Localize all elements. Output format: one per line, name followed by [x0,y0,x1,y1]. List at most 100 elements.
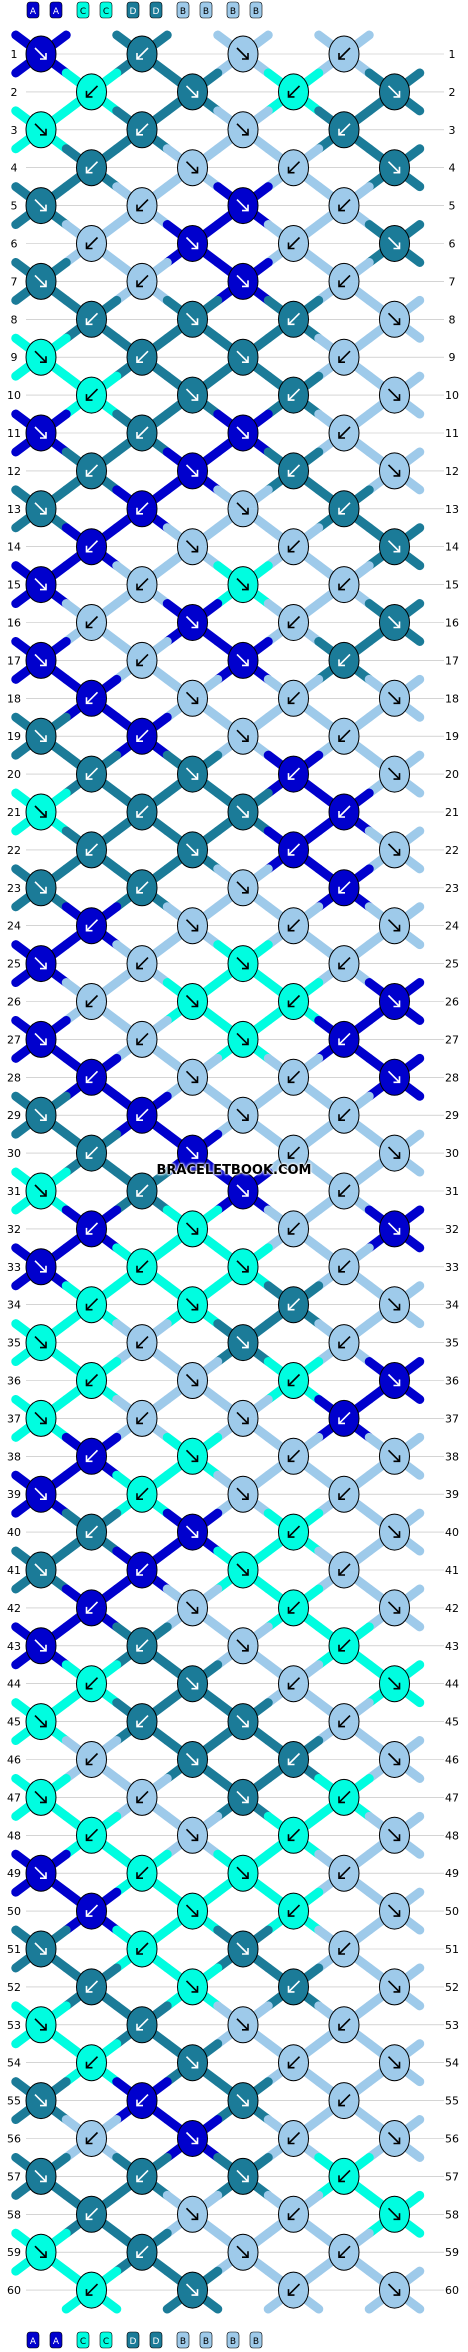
knot-arrowhead [338,1948,345,1955]
knot-arrowhead [136,1948,143,1955]
knot-arrow [387,994,401,1008]
knot-arrowhead [40,2175,47,2183]
knot-arrowhead [136,204,143,212]
knot-arrowhead [191,166,199,174]
knot-arrowhead [85,318,93,326]
knot-arrowhead [40,128,47,136]
row-label-right: 38 [445,1450,459,1463]
string-label-text: C [103,2337,109,2347]
row-label-right: 53 [445,2019,459,2032]
knot-arrowhead [242,1341,249,1349]
knot-arrow [34,1032,47,1045]
knot-arrow [236,2245,249,2258]
string-label-top [226,1,240,19]
row-label-right: 33 [445,1261,459,1274]
row-label-right: 22 [445,844,459,857]
row-label-left: 17 [7,654,21,667]
knot-arrowhead [85,1985,93,1993]
knot-arrowhead [136,507,143,515]
knot-arrow [338,1639,351,1652]
knot-arrow [387,161,401,174]
knot-arrowhead [338,280,345,288]
row-label-right: 3 [449,124,456,137]
knot-arrow [287,1146,301,1159]
row-label-right: 2 [449,86,456,99]
knot-arrowhead [287,924,295,932]
knot-arrowhead [191,318,199,326]
knot-arrow [185,767,199,780]
knot-arrow [236,1411,249,1424]
row-label-left: 55 [7,2095,21,2108]
row-label-left: 43 [7,1640,21,1653]
string-label-text: D [153,2337,160,2347]
knot-arrowhead [338,128,345,136]
knot-arrow [85,767,99,780]
knot-arrowhead [85,2213,93,2221]
string-label-top [99,1,113,19]
row-label-left: 16 [7,617,21,630]
string-label-bottom [76,2331,90,2349]
knot-arrowhead [85,697,93,705]
string-label-top [176,1,190,19]
knot-arrowhead [242,583,249,591]
knot-arrow [387,2056,401,2069]
row-label-right: 25 [445,958,459,971]
knot-arrowhead [191,545,199,553]
knot-arrow [236,881,249,894]
knot-arrow [387,843,401,856]
knot-arrow [387,464,401,477]
knot-arrow [136,805,149,818]
knot-arrow [236,1715,249,1728]
knot-arrow [185,1752,199,1766]
knot-grid [25,35,410,2309]
knot-arrowhead [242,1417,249,1425]
knot-arrowhead [242,1190,249,1197]
knot-arrow [387,236,401,250]
knot-arrow [338,2169,351,2182]
knot-arrowhead [242,204,249,212]
knot-arrowhead [287,1303,295,1311]
knot-arrowhead [85,924,93,932]
knot-arrow [338,1790,351,1803]
knot-arrowhead [338,2023,345,2031]
string-label-top [199,1,213,19]
row-label-right: 43 [445,1640,459,1653]
row-label-right: 27 [445,1033,459,1046]
row-label-right: 40 [445,1526,459,1539]
knot-arrowhead [287,773,295,780]
string-label-text: B [203,7,209,17]
knot-arrow [236,426,249,439]
knot-arrow [136,2094,149,2107]
knot-arrowhead [85,1379,93,1387]
knot-arrowhead [40,1417,47,1425]
row-label-right: 13 [445,503,459,516]
knot-arrow [85,312,99,325]
knot-arrowhead [287,545,295,553]
knot-arrow [287,919,301,932]
row-label-right: 11 [445,427,459,440]
knot-arrow [387,2283,401,2296]
row-label-left: 48 [7,1829,21,1842]
knot-arrow [287,1070,301,1083]
knot-arrow [136,653,149,666]
knot-arrowhead [85,545,93,553]
knot-arrowhead [40,2023,47,2031]
row-label-left: 40 [7,1526,21,1539]
row-label-left: 30 [7,1147,21,1160]
knot-arrow [185,994,199,1008]
knot-arrowhead [191,924,199,932]
thread-strands [11,30,425,2314]
knot-arrowhead [85,1682,93,1690]
knot-arrowhead [393,1682,401,1690]
knot-arrow [185,1070,199,1083]
row-label-right: 10 [445,389,459,402]
knot-arrowhead [191,773,199,780]
string-label-text: D [130,2337,137,2347]
row-label-right: 42 [445,1602,459,1615]
knot-arrow [236,578,249,591]
knot-arrow [287,691,301,704]
knot-arrow [185,1677,199,1690]
knot-arrowhead [40,1341,47,1349]
knot-arrowhead [287,1379,295,1387]
